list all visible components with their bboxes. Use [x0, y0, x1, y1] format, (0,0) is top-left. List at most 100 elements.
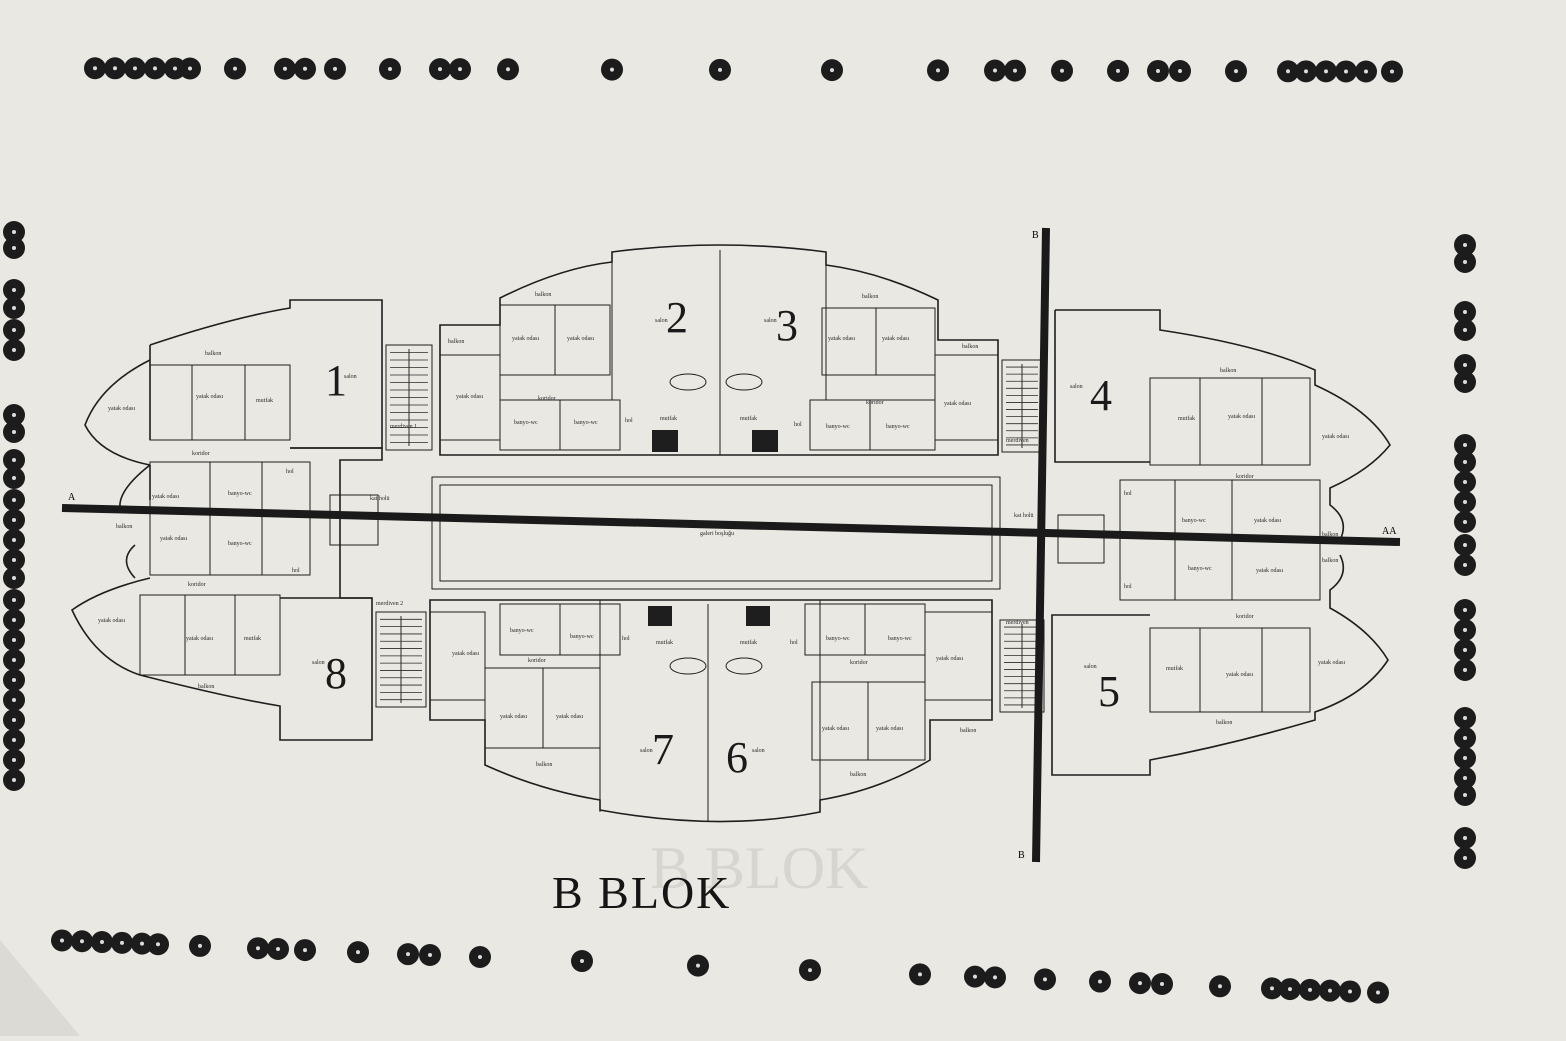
room-label: balkon	[1216, 720, 1232, 726]
room-label: balkon	[960, 728, 976, 734]
room-label: balkon	[116, 524, 132, 530]
room-label: koridor	[192, 451, 210, 457]
section-label-a-left: A	[68, 492, 76, 503]
room-label: yatak odası	[456, 394, 483, 400]
room-label: yatak odası	[567, 336, 594, 342]
room-label: banyo-wc	[514, 420, 538, 426]
room-label: salon	[752, 748, 765, 754]
room-label: salon	[1084, 664, 1097, 670]
room-label: mutfak	[1178, 415, 1195, 422]
room-label: hol	[794, 422, 802, 428]
room-label: yatak odası	[1322, 434, 1349, 440]
section-line-b	[1032, 227, 1050, 863]
room-label: yatak odası	[160, 536, 187, 542]
section-line-a	[61, 504, 1401, 546]
apartment-number-4: 4	[1090, 371, 1112, 420]
room-label: banyo-wc	[826, 424, 850, 430]
room-label: mutfak	[1166, 665, 1183, 672]
apartment-number-3: 3	[776, 301, 798, 350]
room-label: banyo-wc	[1182, 518, 1206, 524]
room-label: balkon	[205, 351, 221, 357]
room-label: mutfak	[656, 639, 673, 646]
room-label: banyo-wc	[228, 491, 252, 497]
room-label: yatak odası	[1318, 660, 1345, 666]
plan-title: B BLOK	[552, 867, 731, 918]
room-label: salon	[344, 374, 357, 380]
room-label: hol	[790, 640, 798, 646]
room-label: yatak odası	[822, 726, 849, 732]
room-label: balkon	[198, 684, 214, 690]
room-label: balkon	[962, 344, 978, 350]
room-label: mutfak	[660, 415, 677, 422]
room-label: yatak odası	[944, 401, 971, 407]
section-label-a-right: AA	[1382, 526, 1397, 537]
room-label: mutfak	[244, 635, 261, 642]
room-label: banyo-wc	[886, 424, 910, 430]
room-label: koridor	[538, 396, 556, 402]
room-label: mutfak	[740, 639, 757, 646]
room-label: yatak odası	[828, 336, 855, 342]
room-label: banyo-wc	[228, 541, 252, 547]
room-label: yatak odası	[196, 394, 223, 400]
room-label: balkon	[1322, 532, 1338, 538]
room-label: mutfak	[740, 415, 757, 422]
apartment-number-2: 2	[666, 293, 688, 342]
room-label: banyo-wc	[826, 636, 850, 642]
stair-east-2	[999, 619, 1045, 713]
north-center-outline	[439, 244, 999, 456]
room-label: yatak odası	[452, 651, 479, 657]
room-label: balkon	[535, 292, 551, 298]
apartment-number-7: 7	[652, 725, 674, 774]
room-label: yatak odası	[186, 636, 213, 642]
room-label: hol	[622, 636, 630, 642]
room-label: merdiven 1	[390, 424, 417, 430]
room-label: banyo-wc	[888, 636, 912, 642]
room-label: yatak odası	[876, 726, 903, 732]
room-label: yatak odası	[1254, 518, 1281, 524]
room-label: hol	[286, 469, 294, 475]
room-label: yatak odası	[512, 336, 539, 342]
room-label: kat holü	[1014, 513, 1034, 519]
section-label-b-bottom: B	[1018, 850, 1025, 861]
room-label: yatak odası	[1226, 672, 1253, 678]
room-label: salon	[655, 318, 668, 324]
room-label: salon	[312, 660, 325, 666]
stair-west-1	[385, 344, 433, 451]
stair-west-2	[375, 611, 427, 708]
room-label: banyo-wc	[574, 420, 598, 426]
section-label-b-top: B	[1032, 230, 1039, 241]
room-label: yatak odası	[1228, 414, 1255, 420]
room-label: balkon	[1322, 558, 1338, 564]
room-label: balkon	[850, 772, 866, 778]
room-label: koridor	[1236, 614, 1254, 620]
room-label: mutfak	[256, 397, 273, 404]
room-label: salon	[640, 748, 653, 754]
room-label: koridor	[850, 660, 868, 666]
room-label: yatak odası	[936, 656, 963, 662]
apartment-number-1: 1	[325, 356, 347, 405]
room-label: yatak odası	[556, 714, 583, 720]
room-label: merdiven	[1006, 438, 1029, 444]
room-label: banyo-wc	[1188, 566, 1212, 572]
room-label: kat holü	[370, 496, 390, 502]
room-label: yatak odası	[152, 494, 179, 500]
room-label: banyo-wc	[570, 634, 594, 640]
apartment-number-8: 8	[325, 649, 347, 698]
room-label: balkon	[862, 294, 878, 300]
watermark-text: B BLOK	[650, 835, 868, 901]
paper-fold-shadow	[0, 940, 80, 1036]
apartment-number-6: 6	[726, 733, 748, 782]
apartment-number-5: 5	[1098, 667, 1120, 716]
room-label: banyo-wc	[510, 628, 534, 634]
room-label: hol	[292, 568, 300, 574]
room-label: merdiven	[1006, 620, 1029, 626]
column-grid-markers	[3, 57, 1476, 1004]
room-label: koridor	[1236, 474, 1254, 480]
room-label: koridor	[866, 400, 884, 406]
room-label: salon	[1070, 384, 1083, 390]
room-label: hol	[625, 418, 633, 424]
room-label: hol	[1124, 491, 1132, 497]
room-label: salon	[764, 318, 777, 324]
room-label: yatak odası	[500, 714, 527, 720]
